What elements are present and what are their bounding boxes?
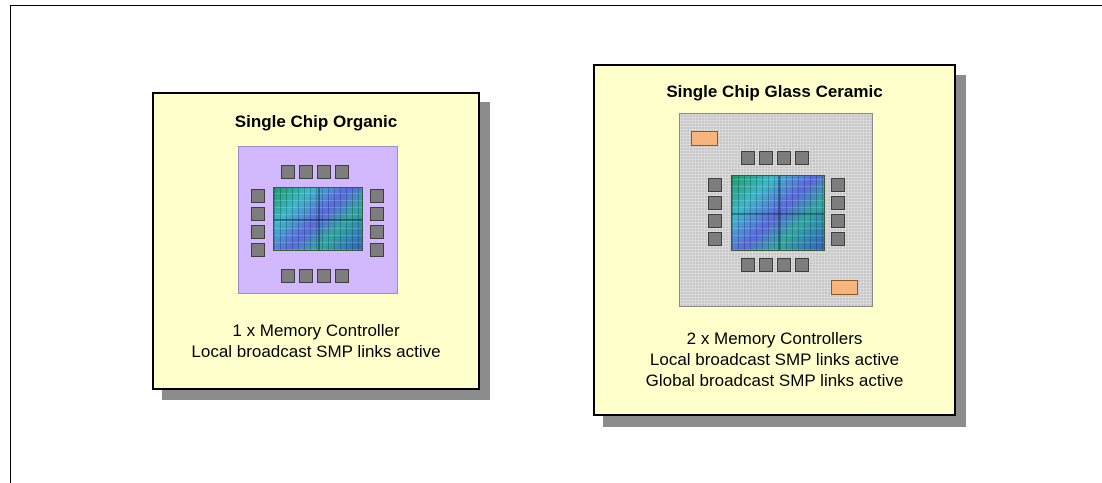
die-divider xyxy=(778,176,780,250)
organic-bottom-pad xyxy=(299,269,313,283)
capacitor-icon xyxy=(691,131,718,146)
ceramic-right-pad xyxy=(831,178,845,192)
ceramic-top-pad xyxy=(759,151,773,165)
capacitor-icon xyxy=(831,280,858,295)
organic-left-pad xyxy=(251,243,265,257)
organic-desc-line-2: Local broadcast SMP links active xyxy=(191,342,441,361)
organic-right-pad xyxy=(370,225,384,239)
ceramic-bottom-pad xyxy=(741,258,755,272)
ceramic-bottom-pad xyxy=(759,258,773,272)
ceramic-desc-line-1: 2 x Memory Controllers xyxy=(686,329,863,348)
ceramic-bottom-pad xyxy=(795,258,809,272)
ceramic-left-pad xyxy=(708,214,722,228)
ceramic-desc-line-2: Local broadcast SMP links active xyxy=(649,350,900,369)
die-divider xyxy=(274,219,362,221)
organic-left-pad xyxy=(251,189,265,203)
die-divider xyxy=(318,188,320,250)
ceramic-processor-die xyxy=(731,175,825,251)
organic-card: Single Chip Organic 1 x Memory Controlle… xyxy=(152,92,480,390)
ceramic-top-pad xyxy=(777,151,791,165)
organic-left-pad xyxy=(251,225,265,239)
ceramic-card-title: Single Chip Glass Ceramic xyxy=(666,82,883,101)
organic-card-description: 1 x Memory Controller Local broadcast SM… xyxy=(154,320,478,362)
ceramic-left-pad xyxy=(708,178,722,192)
organic-bottom-pad xyxy=(335,269,349,283)
organic-bottom-pad xyxy=(281,269,295,283)
ceramic-card-description: 2 x Memory Controllers Local broadcast S… xyxy=(595,328,954,391)
organic-top-pad xyxy=(335,165,349,179)
ceramic-left-pad xyxy=(708,196,722,210)
ceramic-left-pad xyxy=(708,232,722,246)
organic-card-title: Single Chip Organic xyxy=(234,112,398,131)
organic-top-pad xyxy=(299,165,313,179)
ceramic-card: Single Chip Glass Ceramic 2 x Memory Con… xyxy=(593,64,956,416)
ceramic-right-pad xyxy=(831,196,845,210)
organic-right-pad xyxy=(370,243,384,257)
frame-left-border xyxy=(10,5,11,483)
ceramic-top-pad xyxy=(741,151,755,165)
organic-left-pad xyxy=(251,207,265,221)
ceramic-bottom-pad xyxy=(777,258,791,272)
ceramic-right-pad xyxy=(831,214,845,228)
ceramic-desc-line-3: Global broadcast SMP links active xyxy=(645,371,904,390)
ceramic-substrate xyxy=(679,113,873,307)
organic-processor-die xyxy=(273,187,363,251)
organic-top-pad xyxy=(281,165,295,179)
organic-desc-line-1: 1 x Memory Controller xyxy=(232,321,400,340)
organic-bottom-pad xyxy=(317,269,331,283)
ceramic-right-pad xyxy=(831,232,845,246)
die-divider xyxy=(732,213,824,215)
organic-top-pad xyxy=(317,165,331,179)
organic-substrate xyxy=(238,146,398,294)
organic-right-pad xyxy=(370,207,384,221)
frame-top-border xyxy=(10,5,1102,6)
ceramic-top-pad xyxy=(795,151,809,165)
organic-right-pad xyxy=(370,189,384,203)
